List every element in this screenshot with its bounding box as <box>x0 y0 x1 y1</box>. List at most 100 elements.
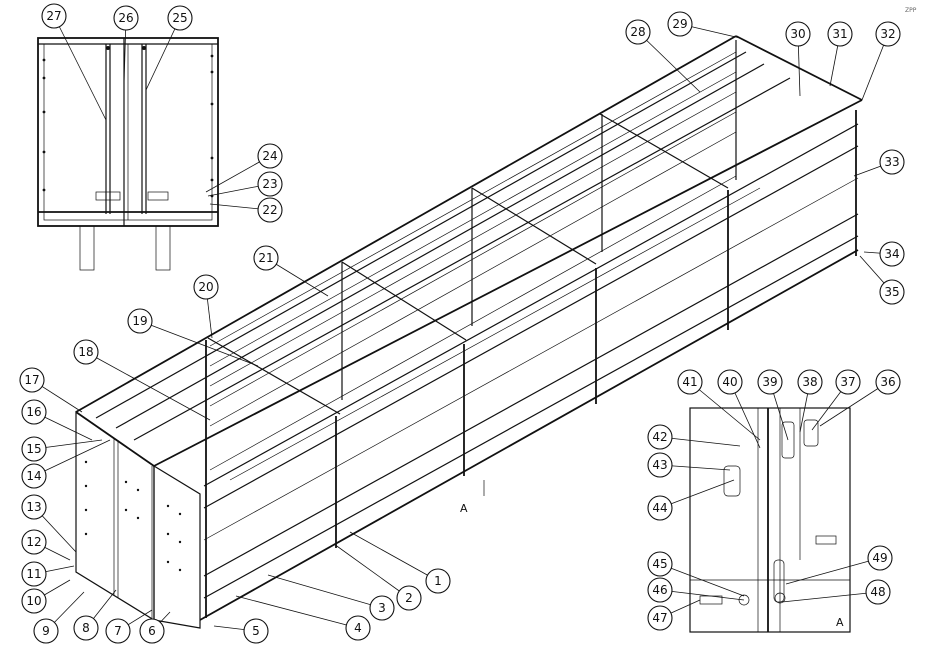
callout-circle <box>167 5 193 31</box>
callout-number: 25 <box>172 11 187 25</box>
callout-circle <box>243 618 269 644</box>
callout-number: 3 <box>378 601 386 615</box>
corner-mark: ZPP <box>905 7 917 14</box>
callout-number: 47 <box>652 611 667 625</box>
callout-42: 42 <box>647 424 741 450</box>
callout-28: 28 <box>625 19 701 93</box>
callout-leader <box>689 381 761 441</box>
callout-circle <box>21 494 47 520</box>
callout-circle <box>647 605 673 631</box>
callout-45: 45 <box>647 551 745 597</box>
callout-circle <box>139 618 165 644</box>
callout-number: 19 <box>132 314 147 328</box>
callout-8: 8 <box>73 589 117 641</box>
callout-30: 30 <box>785 21 811 97</box>
callout-number: 13 <box>26 500 41 514</box>
callout-13: 13 <box>21 494 77 553</box>
callout-3: 3 <box>267 574 395 621</box>
view-marker-main: A <box>460 502 468 515</box>
callout-leader <box>659 479 735 509</box>
callout-number: 14 <box>26 469 41 483</box>
callout-number: 27 <box>46 9 61 23</box>
callout-26: 26 <box>113 5 139 85</box>
callout-number: 44 <box>652 501 667 515</box>
main-frame <box>75 35 863 621</box>
callout-number: 2 <box>405 591 413 605</box>
callout-circle <box>41 3 67 29</box>
callout-number: 4 <box>354 621 362 635</box>
callout-leader <box>659 436 741 447</box>
callout-15: 15 <box>21 436 103 462</box>
callout-number: 40 <box>722 375 737 389</box>
callout-number: 21 <box>258 251 273 265</box>
callout-number: 29 <box>672 17 687 31</box>
rear-door-view <box>37 37 219 271</box>
callout-12: 12 <box>21 529 71 561</box>
callout-41: 41 <box>677 369 761 441</box>
callout-circle <box>345 615 371 641</box>
callout-number: 38 <box>802 375 817 389</box>
callout-leader <box>235 595 359 629</box>
callout-number: 49 <box>872 551 887 565</box>
callout-circle <box>105 618 131 644</box>
callout-37: 37 <box>811 369 861 431</box>
callout-number: 20 <box>198 280 213 294</box>
callout-leader <box>139 320 259 367</box>
callout-circle <box>257 171 283 197</box>
callout-44: 44 <box>647 479 735 521</box>
callout-number: 18 <box>78 345 93 359</box>
callout-40: 40 <box>717 369 761 449</box>
callout-circle <box>677 369 703 395</box>
callout-circle <box>21 561 47 587</box>
callout-leader <box>659 589 745 601</box>
callout-10: 10 <box>21 579 71 614</box>
callout-circle <box>879 149 905 175</box>
callout-number: 17 <box>24 373 39 387</box>
callout-number: 23 <box>262 177 277 191</box>
callout-circle <box>21 588 47 614</box>
callout-43: 43 <box>647 452 731 478</box>
callout-number: 24 <box>262 149 277 163</box>
callout-circle <box>757 369 783 395</box>
callout-circle <box>875 21 901 47</box>
callout-number: 1 <box>434 574 442 588</box>
callout-number: 6 <box>148 624 156 638</box>
callout-20: 20 <box>193 274 219 339</box>
callout-25: 25 <box>145 5 193 91</box>
callout-leader <box>333 543 410 599</box>
callout-34: 34 <box>863 241 905 267</box>
callout-36: 36 <box>819 369 901 427</box>
callout-circle <box>625 19 651 45</box>
callout-17: 17 <box>19 367 83 413</box>
callout-circle <box>647 424 673 450</box>
callout-number: 9 <box>42 624 50 638</box>
callout-35: 35 <box>859 255 905 305</box>
callout-circle <box>797 369 823 395</box>
callout-48: 48 <box>781 579 891 605</box>
callout-2: 2 <box>333 543 422 611</box>
callout-circle <box>21 436 47 462</box>
callout-1: 1 <box>349 531 451 594</box>
callout-21: 21 <box>253 245 329 297</box>
callout-circle <box>785 21 811 47</box>
callout-circle <box>33 618 59 644</box>
callout-39: 39 <box>757 369 789 441</box>
callout-circle <box>647 551 673 577</box>
callout-circle <box>253 245 279 271</box>
callout-number: 34 <box>884 247 899 261</box>
callout-number: 26 <box>118 11 133 25</box>
view-marker-detail: A <box>836 616 844 629</box>
callout-number: 35 <box>884 285 899 299</box>
callout-circle <box>257 143 283 169</box>
callout-circle <box>257 197 283 223</box>
callout-leader <box>33 439 111 477</box>
callout-number: 46 <box>652 583 667 597</box>
callout-24: 24 <box>205 143 283 193</box>
callout-circle <box>21 529 47 555</box>
callout-29: 29 <box>667 11 741 39</box>
callout-circle <box>73 615 99 641</box>
callout-number: 22 <box>262 203 277 217</box>
callout-number: 32 <box>880 27 895 41</box>
callout-leader <box>781 591 879 603</box>
callout-circle <box>867 545 893 571</box>
